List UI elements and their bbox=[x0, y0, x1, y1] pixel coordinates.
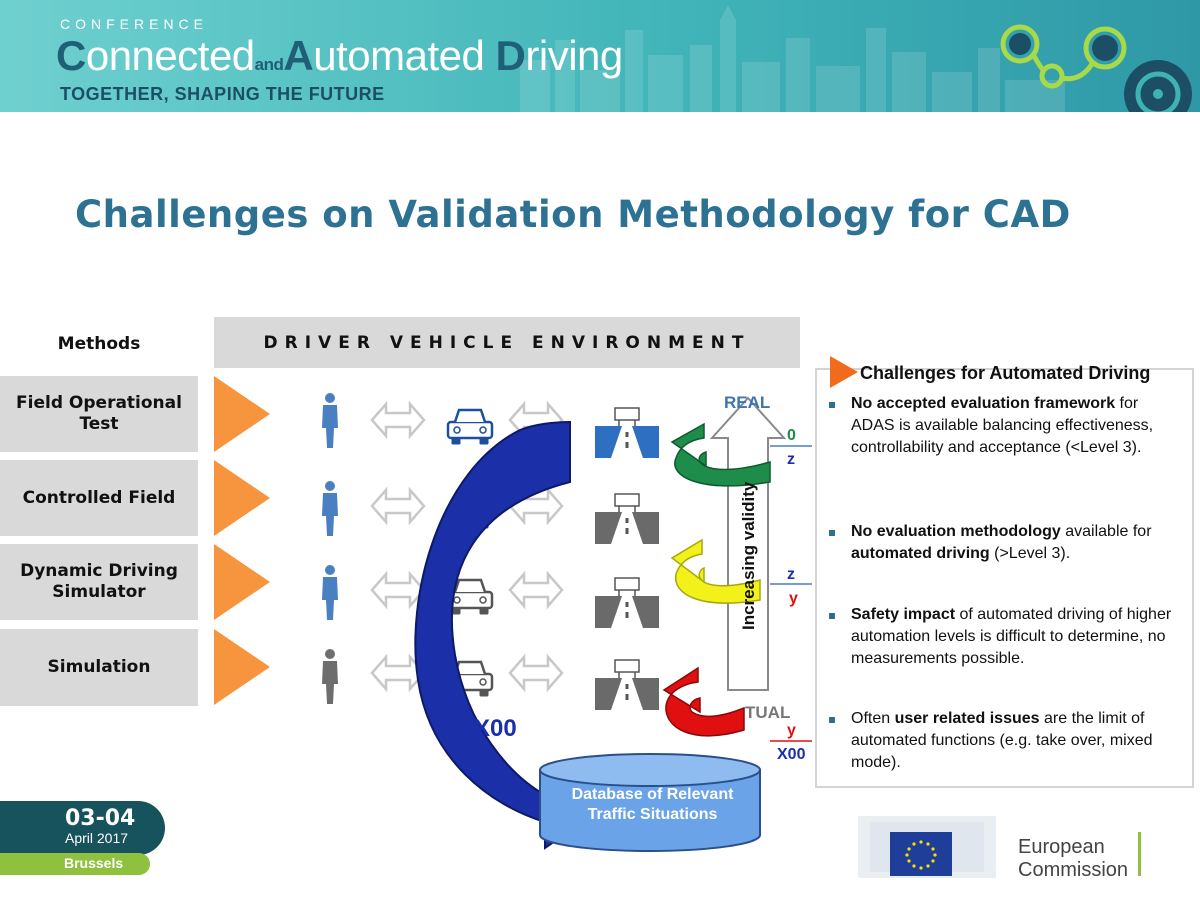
vehicle-icon-real bbox=[446, 408, 494, 446]
feedback-arrow-red bbox=[662, 666, 745, 737]
method-arrow-3 bbox=[214, 544, 270, 620]
slide-title: Challenges on Validation Methodology for… bbox=[75, 193, 1071, 236]
scale-label-z2: z bbox=[787, 566, 795, 583]
challenge-bullet-3: Safety impact of automated driving of hi… bbox=[851, 606, 1172, 667]
scale-label-y2: y bbox=[787, 722, 796, 739]
event-date: 03-04 bbox=[65, 806, 136, 831]
banner-title: ConnectedandAutomated Driving bbox=[56, 32, 623, 79]
row-arrows bbox=[214, 376, 270, 705]
exchange-arrow-icon bbox=[370, 488, 426, 524]
exchange-arrow-icon bbox=[508, 572, 564, 608]
methods-header: Methods bbox=[57, 334, 141, 354]
event-city: Brussels bbox=[64, 855, 124, 871]
feedback-arrow-green bbox=[670, 422, 771, 487]
dve-header-band bbox=[214, 317, 800, 368]
bullet-marker bbox=[829, 717, 835, 723]
feedback-arrow-yellow bbox=[670, 538, 761, 604]
date-badge bbox=[0, 801, 165, 855]
driver-icon-virtual bbox=[322, 649, 338, 704]
banner-kicker: CONFERENCE bbox=[60, 16, 209, 32]
environment-road-icon-virtual bbox=[594, 659, 660, 711]
conference-banner: CONFERENCE ConnectedandAutomated Driving… bbox=[0, 0, 1200, 112]
ec-logo-accent-bar bbox=[1138, 832, 1141, 876]
exchange-arrow-icon bbox=[370, 402, 426, 438]
x00-label: X00 bbox=[474, 715, 517, 742]
method-row-controlled-field: Controlled Field bbox=[0, 460, 198, 536]
challenge-bullet-4: Often user related issues are the limit … bbox=[851, 710, 1153, 771]
method-arrow-2 bbox=[214, 460, 270, 536]
driver-icon-real bbox=[322, 393, 338, 448]
validity-label: Increasing validity bbox=[739, 481, 758, 630]
scale-label-y1: y bbox=[789, 590, 798, 607]
challenges-panel bbox=[815, 368, 1194, 788]
challenge-bullet-2: No evaluation methodology available for … bbox=[851, 523, 1152, 562]
challenge-bullet-1: No accepted evaluation framework for ADA… bbox=[851, 395, 1154, 456]
bullet-marker bbox=[829, 402, 835, 408]
scale-label-0: 0 bbox=[787, 427, 796, 444]
environment-road-icon-real bbox=[594, 407, 660, 459]
real-label: REAL bbox=[724, 393, 771, 412]
driver-icon-sim bbox=[322, 565, 338, 620]
city-skyline-graphic bbox=[520, 5, 1192, 112]
banner-tagline: TOGETHER, SHAPING THE FUTURE bbox=[60, 84, 385, 104]
eu-flag-logo bbox=[858, 816, 996, 878]
database-cylinder bbox=[539, 753, 761, 852]
x00-scenario-arrow bbox=[414, 420, 602, 850]
scale-label-z1: z bbox=[787, 451, 795, 468]
panel-title-arrow-icon bbox=[830, 356, 858, 388]
bullet-marker bbox=[829, 613, 835, 619]
driver-icon-field bbox=[322, 481, 338, 536]
dve-header: DRIVER VEHICLE ENVIRONMENT bbox=[263, 333, 751, 353]
bullet-marker bbox=[829, 530, 835, 536]
city-badge bbox=[0, 853, 150, 875]
panel-title: Challenges for Automated Driving bbox=[860, 363, 1151, 383]
environment-road-icon-sim bbox=[594, 577, 660, 629]
method-arrow-1 bbox=[214, 376, 270, 452]
virtual-label: TUAL bbox=[745, 703, 791, 722]
scale-label-x00: X00 bbox=[777, 746, 806, 763]
environment-road-icon-field bbox=[594, 493, 660, 545]
method-row-simulation: Simulation bbox=[0, 629, 198, 706]
event-month: April 2017 bbox=[65, 830, 129, 846]
exchange-arrow-icon bbox=[370, 572, 426, 608]
method-arrow-4 bbox=[214, 629, 270, 705]
exchange-arrow-icon bbox=[508, 655, 564, 691]
